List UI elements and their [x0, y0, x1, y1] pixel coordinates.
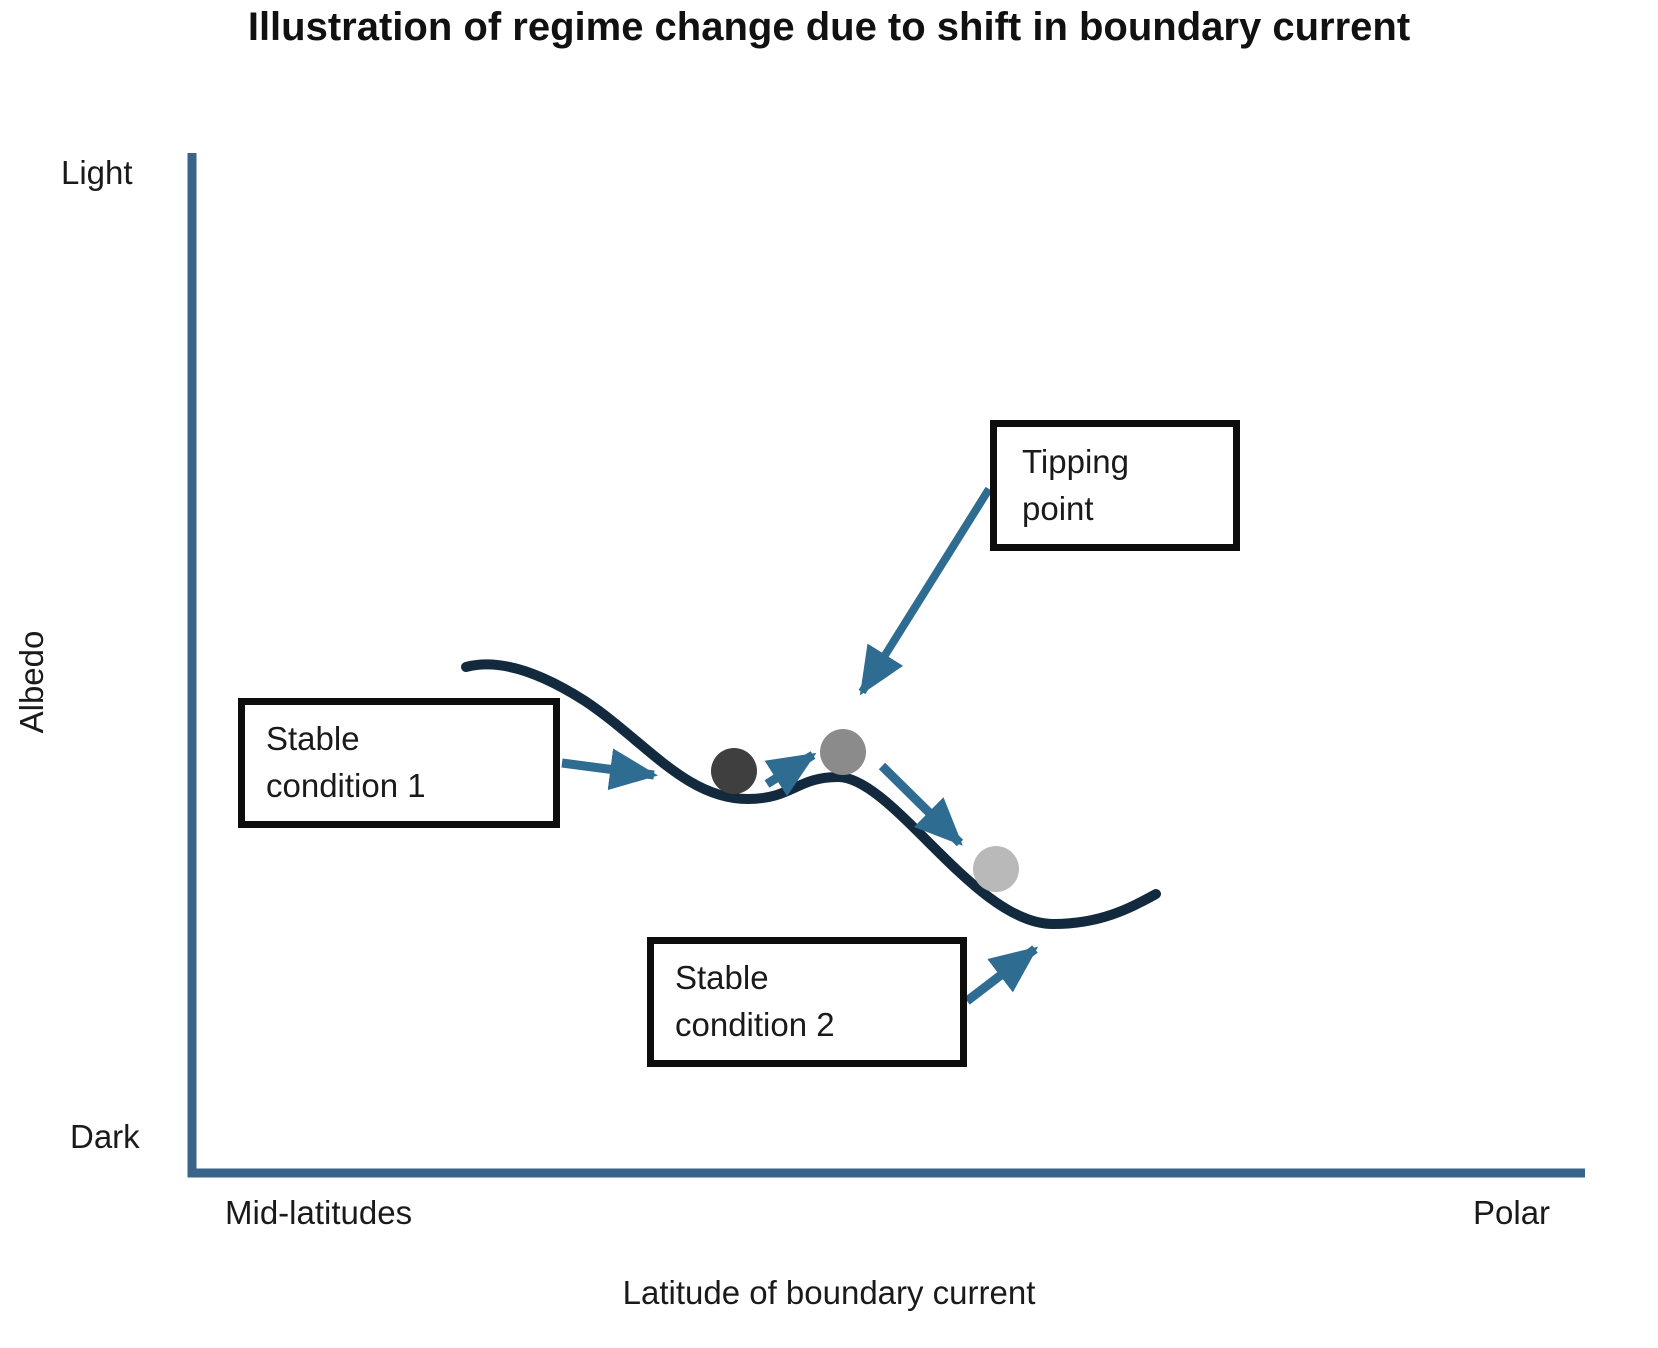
- xy-axes: [187, 153, 1585, 1178]
- xtick-polar: Polar: [1473, 1194, 1551, 1231]
- callout-line: Stable: [266, 720, 360, 758]
- callout-tipping-point: Tipping point: [990, 420, 1240, 551]
- ball-transition-to-condition-2: [973, 846, 1019, 892]
- callout-line: Tipping: [1022, 442, 1130, 480]
- arrow-stable2-to-curve: [964, 945, 1039, 1005]
- arrow-ridge-to-ball3: [878, 762, 964, 847]
- ytick-dark: Dark: [70, 1118, 140, 1155]
- callout-line: point: [1022, 489, 1094, 527]
- figure-title: Illustration of regime change due to shi…: [247, 5, 1411, 49]
- callout-line: condition 1: [266, 767, 426, 804]
- arrow-ball1-to-ridge: [764, 751, 817, 797]
- xtick-mid-latitudes: Mid-latitudes: [225, 1194, 413, 1231]
- callout-stable-condition-2: Stable condition 2: [647, 937, 967, 1067]
- callout-stable-condition-1: Stable condition 1: [238, 698, 560, 828]
- arrow-stable1-to-ball: [561, 748, 658, 791]
- callout-line: condition 2: [675, 1006, 835, 1043]
- x-axis-title: Latitude of boundary current: [622, 1274, 1036, 1311]
- arrow-tipping-to-ridge: [858, 486, 993, 696]
- ball-tipping-point: [820, 729, 866, 775]
- ytick-light: Light: [61, 154, 133, 191]
- ball-stable-condition-1: [711, 748, 757, 794]
- y-axis-title: Albedo: [13, 630, 50, 734]
- callout-line: Stable: [675, 959, 769, 997]
- stability-curve: [461, 659, 1161, 930]
